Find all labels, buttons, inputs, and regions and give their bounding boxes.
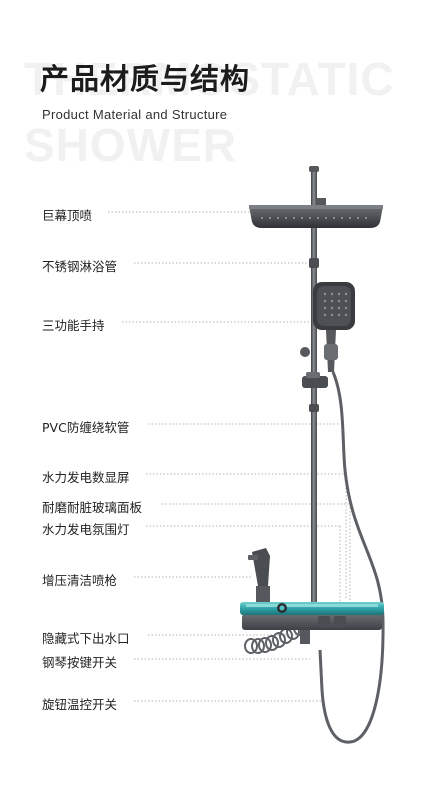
- label-ambient-light: 水力发电氛围灯: [42, 522, 130, 537]
- label-hose: PVC防缠绕软管: [42, 420, 130, 435]
- background-watermark-thermostatic: THERMOSTATIC: [24, 53, 395, 105]
- wall-bracket: [300, 347, 310, 357]
- label-shower-pipe: 不锈钢淋浴管: [42, 259, 118, 274]
- label-handheld: 三功能手持: [42, 318, 105, 333]
- outlet: [300, 630, 310, 644]
- rain-shower-head: [249, 205, 383, 228]
- label-outlet: 隐藏式下出水口: [42, 631, 130, 646]
- label-rain-head: 巨幕顶喷: [42, 208, 93, 223]
- handheld-shower: [313, 282, 355, 372]
- label-display: 水力发电数显屏: [42, 470, 130, 485]
- thermostatic-mixer: [240, 602, 384, 644]
- pvc-hose: [318, 371, 385, 744]
- glass-panel: [240, 602, 384, 615]
- slide-holder: [302, 376, 328, 388]
- label-glass-panel: 耐磨耐脏玻璃面板: [42, 500, 143, 515]
- label-temp-knob: 旋钮温控开关: [42, 697, 118, 712]
- page-title: 产品材质与结构: [40, 62, 251, 96]
- label-piano-keys: 钢琴按键开关: [42, 655, 118, 670]
- spray-gun: [248, 548, 270, 602]
- background-watermark-shower: SHOWER: [24, 119, 237, 171]
- label-spray-gun: 增压清洁喷枪: [42, 573, 118, 588]
- page-subtitle: Product Material and Structure: [42, 107, 228, 122]
